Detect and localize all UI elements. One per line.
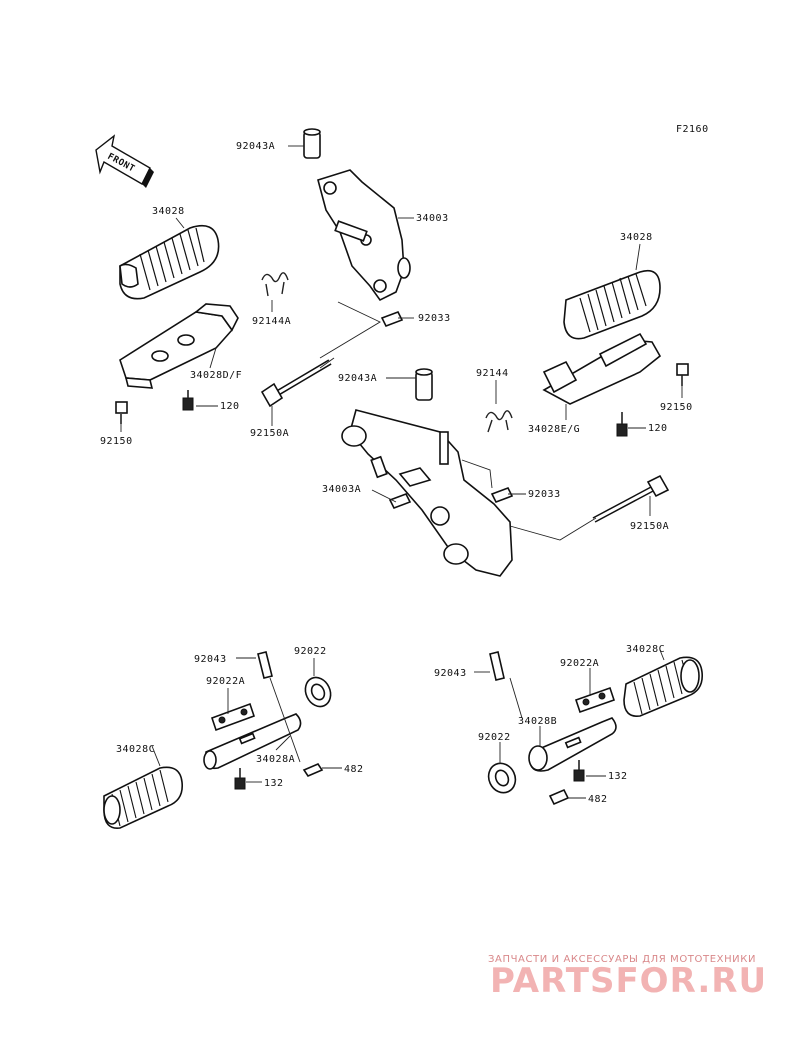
label-34028df: 34028D/F — [190, 370, 242, 381]
label-92033-mid: 92033 — [528, 489, 561, 500]
bolt-92150-left — [115, 401, 128, 424]
label-34028-right: 34028 — [620, 232, 653, 243]
bolt-120-right — [616, 412, 628, 437]
front-arrow-icon: FRONT — [95, 134, 154, 188]
label-92144a: 92144A — [252, 316, 291, 327]
collar-34003a — [388, 492, 412, 510]
footpeg-rubber-34028c-bl — [103, 766, 184, 829]
pin-92043-br — [489, 651, 505, 681]
label-34003a: 34003A — [322, 484, 361, 495]
label-120-right: 120 — [648, 423, 668, 434]
clip-482-bl — [302, 763, 324, 777]
label-92150a-right: 92150A — [630, 521, 669, 532]
label-92043-br: 92043 — [434, 668, 467, 679]
bolt-132-br — [573, 760, 585, 782]
footpeg-arm-34028b — [528, 717, 617, 772]
pin-92043a-top — [303, 128, 321, 159]
footpeg-rubber-left — [119, 224, 220, 300]
bolt-132-bl — [234, 768, 246, 790]
footpeg-arm-34028a — [203, 713, 302, 770]
label-92043a-mid: 92043A — [338, 373, 377, 384]
label-34028eg: 34028E/G — [528, 424, 580, 435]
collar-92033-top — [380, 310, 404, 328]
label-92022-br: 92022 — [478, 732, 511, 743]
plate-92022a-bl — [210, 702, 256, 732]
footpeg-holder-left — [119, 303, 239, 389]
leader-lines — [120, 145, 683, 799]
bolt-92150a-right — [592, 474, 670, 523]
label-34028c-br: 34028C — [626, 644, 665, 655]
bolt-92150a-left — [260, 357, 335, 408]
label-92033-top: 92033 — [418, 313, 451, 324]
bolt-92150-right — [676, 363, 689, 386]
clip-482-br — [548, 788, 570, 806]
label-34003: 34003 — [416, 213, 449, 224]
washer-92022-br — [487, 762, 517, 794]
bracket-34003a — [341, 409, 513, 577]
label-92043a-top: 92043A — [236, 141, 275, 152]
label-482-br: 482 — [588, 794, 608, 805]
label-92043-bl: 92043 — [194, 654, 227, 665]
label-92150-left: 92150 — [100, 436, 133, 447]
watermark-logo: PARTSFOR.RU — [490, 961, 767, 1001]
label-34028b: 34028B — [518, 716, 557, 727]
label-34028c-bl: 34028C — [116, 744, 155, 755]
pin-92043-bl — [257, 651, 273, 679]
footpeg-rubber-34028c-br — [623, 656, 704, 717]
figure-code: F2160 — [676, 124, 709, 135]
washer-92022-bl — [304, 676, 332, 708]
part-labels: 92043A 34003 34028 92144A 92033 34028D/F… — [100, 141, 693, 805]
label-34028a: 34028A — [256, 754, 295, 765]
spring-92144 — [485, 410, 513, 433]
pin-92043a-mid — [415, 368, 433, 401]
label-92144: 92144 — [476, 368, 509, 379]
label-92150a-left: 92150A — [250, 428, 289, 439]
label-34028-left: 34028 — [152, 206, 185, 217]
label-482-bl: 482 — [344, 764, 364, 775]
label-132-br: 132 — [608, 771, 628, 782]
collar-92033-mid — [490, 486, 514, 504]
bolt-120-left — [182, 390, 194, 411]
label-92022a-bl: 92022A — [206, 676, 245, 687]
footpeg-holder-right — [542, 332, 662, 405]
spring-92144a — [261, 272, 289, 297]
footpeg-rubber-right — [563, 269, 661, 340]
label-92022-bl: 92022 — [294, 646, 327, 657]
plate-92022a-br — [574, 686, 616, 714]
bracket-34003 — [317, 169, 411, 302]
label-92022a-br: 92022A — [560, 658, 599, 669]
watermark: ЗАПЧАСТИ И АКСЕССУАРЫ ДЛЯ МОТОТЕХНИКИ PA… — [488, 954, 767, 1001]
label-92150-right: 92150 — [660, 402, 693, 413]
label-120-left: 120 — [220, 401, 240, 412]
label-132-bl: 132 — [264, 778, 284, 789]
watermark-text: ЗАПЧАСТИ И АКСЕССУАРЫ ДЛЯ МОТОТЕХНИКИ — [488, 954, 756, 965]
